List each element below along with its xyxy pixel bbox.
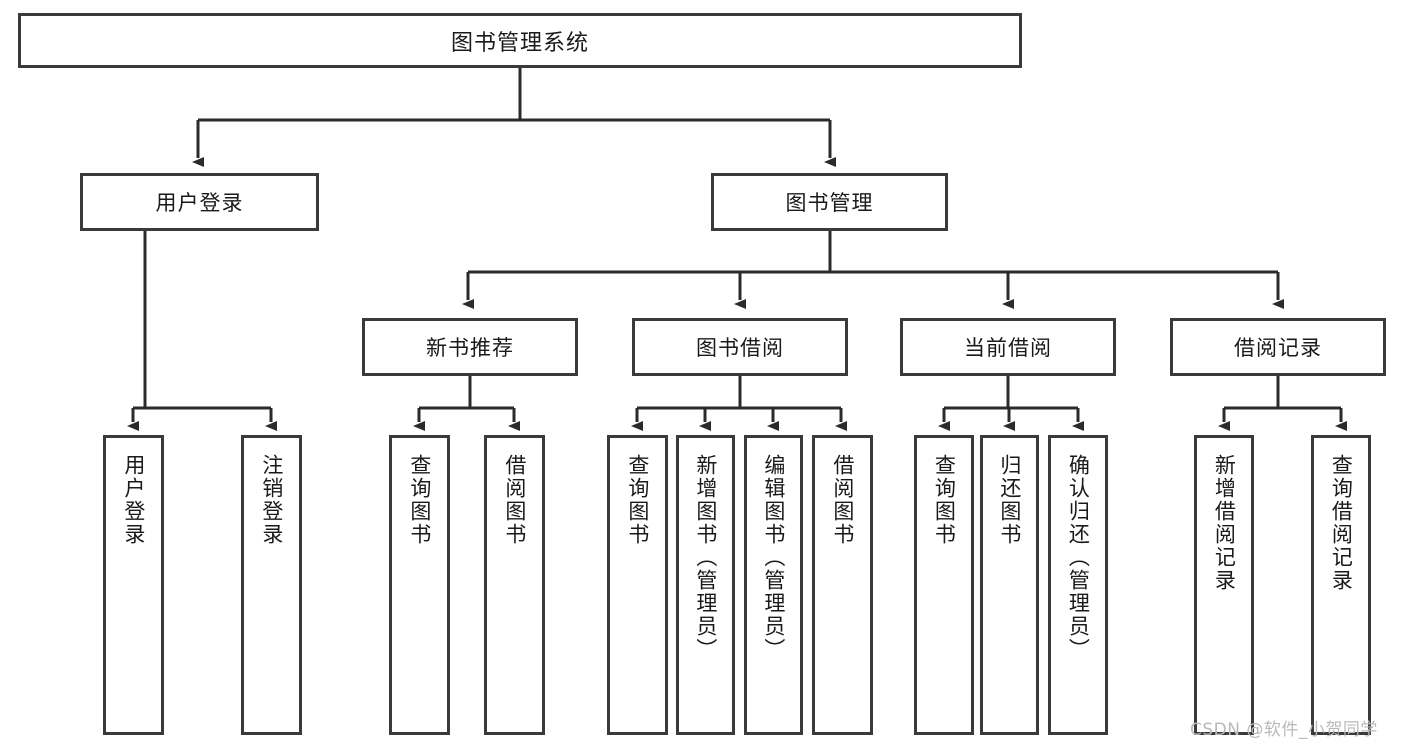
leaf-user-login[interactable]: 用户登录 [103,435,164,735]
node-book-borrow[interactable]: 图书借阅 [632,318,848,376]
node-label: 借阅记录 [1234,336,1322,360]
node-label: 当前借阅 [964,336,1052,360]
leaf-borrow-book[interactable]: 借阅图书 [812,435,873,735]
leaf-return-book[interactable]: 归还图书 [980,435,1039,735]
node-label: 编辑图书（管理员） [761,454,786,661]
watermark-text: CSDN @软件_小贺同学 [1190,720,1378,740]
node-current-borrow[interactable]: 当前借阅 [900,318,1116,376]
node-label: 新增借阅记录 [1212,454,1237,592]
node-label: 查询图书 [407,454,432,546]
leaf-borrow-book-recommend[interactable]: 借阅图书 [484,435,545,735]
leaf-query-book-recommend[interactable]: 查询图书 [389,435,450,735]
node-label: 图书借阅 [696,336,784,360]
node-label: 借阅图书 [502,454,527,546]
node-label: 借阅图书 [830,454,855,546]
leaf-add-borrow-record[interactable]: 新增借阅记录 [1194,435,1254,735]
node-label: 确认归还（管理员） [1066,454,1091,661]
node-label: 查询图书 [932,454,957,546]
node-label: 用户登录 [121,454,146,546]
node-root-library-management-system[interactable]: 图书管理系统 [18,13,1022,68]
leaf-logout-login[interactable]: 注销登录 [241,435,302,735]
node-new-book-recommend[interactable]: 新书推荐 [362,318,578,376]
leaf-query-borrow-record[interactable]: 查询借阅记录 [1311,435,1371,735]
node-label: 图书管理系统 [450,30,589,56]
node-user-login[interactable]: 用户登录 [80,173,319,231]
leaf-edit-book-admin[interactable]: 编辑图书（管理员） [744,435,803,735]
node-borrow-record[interactable]: 借阅记录 [1170,318,1386,376]
leaf-query-book-borrow[interactable]: 查询图书 [607,435,668,735]
node-label: 图书管理 [785,191,874,215]
node-label: 新书推荐 [426,336,514,360]
node-label: 查询借阅记录 [1329,454,1354,592]
node-label: 查询图书 [625,454,650,546]
node-label: 注销登录 [259,454,284,546]
node-book-management[interactable]: 图书管理 [711,173,948,231]
node-label: 新增图书（管理员） [693,454,718,661]
leaf-query-book-current[interactable]: 查询图书 [914,435,974,735]
node-label: 归还图书 [997,454,1022,546]
node-label: 用户登录 [155,191,244,215]
leaf-confirm-return-admin[interactable]: 确认归还（管理员） [1048,435,1108,735]
leaf-add-book-admin[interactable]: 新增图书（管理员） [676,435,735,735]
